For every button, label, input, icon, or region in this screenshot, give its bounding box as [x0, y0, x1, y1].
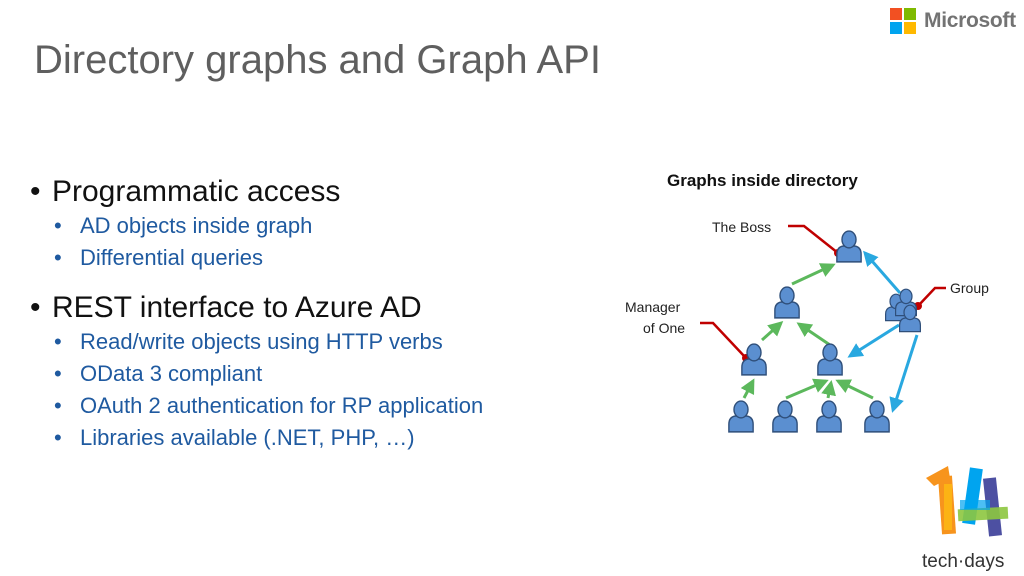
sub-bullet: •OData 3 compliant [54, 361, 263, 386]
label-manager-line2: of One [643, 320, 686, 336]
user-icon [817, 343, 843, 376]
user-icon [774, 286, 800, 319]
microsoft-logo-icon [890, 8, 916, 34]
techdays-number-graphic [926, 466, 1009, 537]
microsoft-logo: Microsoft [890, 8, 1016, 34]
user-icon-manager [741, 343, 767, 376]
bullet-list: •Programmatic access •AD objects inside … [30, 174, 620, 454]
user-icon [816, 400, 842, 433]
user-icon [728, 400, 754, 433]
sub-bullet: •Differential queries [54, 245, 264, 270]
label-group: Group [950, 280, 989, 296]
sub-bullet: •Read/write objects using HTTP verbs [54, 329, 443, 354]
sub-bullet: •AD objects inside graph [54, 213, 313, 238]
group-arrows [847, 250, 919, 413]
group-icon [884, 288, 922, 333]
bullet-programmatic-access: •Programmatic access [30, 175, 341, 208]
techdays-wordmark: tech·days [922, 551, 1004, 572]
user-icon [772, 400, 798, 433]
techdays-14-logo: tech·days [922, 466, 1009, 572]
label-manager-line1: Manager [625, 299, 681, 315]
user-icon [864, 400, 890, 433]
slide-title: Directory graphs and Graph API [34, 38, 601, 82]
label-the-boss: The Boss [712, 219, 772, 235]
bullet-rest-interface: •REST interface to Azure AD [30, 291, 422, 324]
microsoft-wordmark: Microsoft [924, 9, 1016, 32]
directory-graph-diagram [700, 224, 946, 433]
user-icon-boss [836, 230, 862, 263]
sub-bullet: •OAuth 2 authentication for RP applicati… [54, 393, 484, 418]
callouts [700, 224, 946, 358]
diagram-title: Graphs inside directory [667, 171, 858, 190]
sub-bullet: •Libraries available (.NET, PHP, …) [54, 425, 415, 450]
manager-arrows [740, 263, 874, 400]
